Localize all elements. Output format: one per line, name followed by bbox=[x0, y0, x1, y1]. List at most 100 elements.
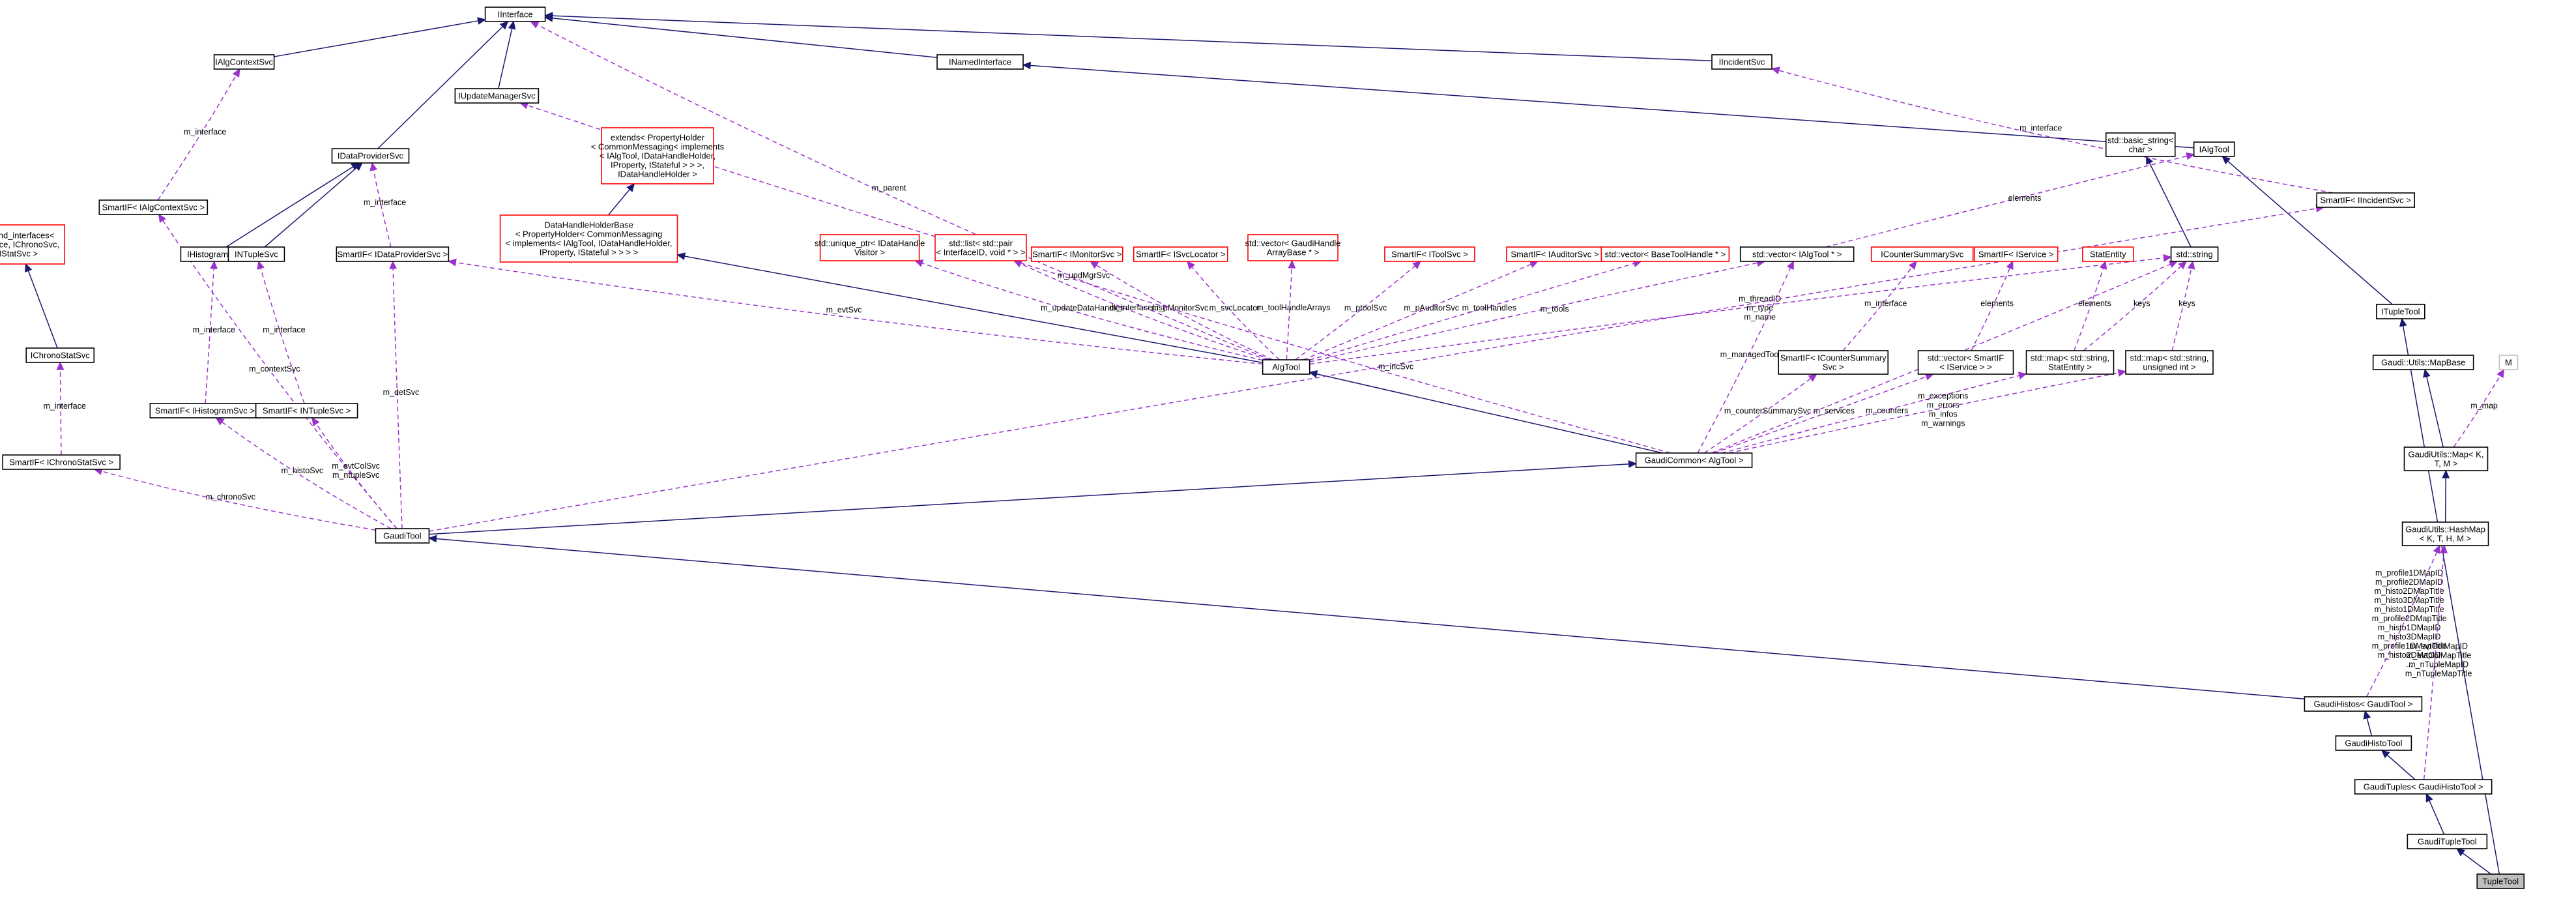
class-box bbox=[2401, 521, 2489, 546]
class-name: std::vector< IAlgTool * > bbox=[1752, 250, 1842, 259]
class-node-gaudi-histos[interactable]: GaudiHistos< GaudiTool > bbox=[2304, 696, 2423, 712]
edge-gaudi-common-to-vec-ialg-tool: m_managedTools bbox=[1697, 260, 1794, 454]
class-node-gaudi-tuple-tool[interactable]: GaudiTupleTool bbox=[2407, 834, 2488, 849]
edge-label: m_updMgrSvc bbox=[1058, 271, 1110, 280]
class-node-gaudi-tool[interactable]: GaudiTool bbox=[375, 528, 430, 544]
edge-line bbox=[530, 21, 1271, 360]
class-node-smart-ifmonitor[interactable]: SmartIF< IMonitorSvc > bbox=[1030, 246, 1123, 262]
class-node-gaudi-utils-map[interactable]: GaudiUtils::Map< K,T, M > bbox=[2403, 447, 2489, 471]
class-node-smart-ifsvc-loc[interactable]: SmartIF< ISvcLocator > bbox=[1133, 246, 1228, 262]
edge-gaudi-tool-to-smart-ifdata-prov: m_detSvc bbox=[383, 260, 419, 529]
edge-label-line: m_services bbox=[1814, 407, 1855, 416]
class-node-gaudi-utils-map-base[interactable]: Gaudi::Utils::MapBase bbox=[2372, 355, 2474, 370]
class-node-map-unsigned[interactable]: std::map< std::string,unsigned int > bbox=[2125, 350, 2214, 375]
edge-line bbox=[205, 261, 215, 404]
class-node-std-string[interactable]: std::string bbox=[2170, 246, 2219, 262]
class-node-smart-ifauditor[interactable]: SmartIF< IAuditorSvc > bbox=[1506, 246, 1604, 262]
class-node-intuple-svc[interactable]: INTupleSvc bbox=[227, 246, 285, 262]
class-node-alg-tool[interactable]: AlgTool bbox=[1262, 359, 1310, 375]
class-node-iinterface[interactable]: IInterface bbox=[484, 7, 546, 22]
class-node-stat-entity[interactable]: StatEntity bbox=[2082, 246, 2134, 262]
class-name: TupleTool bbox=[2482, 877, 2519, 886]
edge-idata-provider-svc-to-iinterface bbox=[377, 20, 509, 149]
class-node-ichrono-stat-svc[interactable]: IChronoStatSvc bbox=[25, 347, 95, 363]
class-node-gaudi-tuples[interactable]: GaudiTuples< GaudiHistoTool > bbox=[2354, 779, 2493, 795]
edge-line bbox=[2074, 261, 2106, 351]
edge-smart-ifcounter-summary-to-icounter-summary-svc: m_interface bbox=[1842, 260, 1917, 351]
class-box bbox=[2125, 350, 2214, 375]
class-node-map-stat-entity[interactable]: std::map< std::string,StatEntity > bbox=[2025, 350, 2115, 375]
class-node-smart-ifincident[interactable]: SmartIF< IIncidentSvc > bbox=[2316, 192, 2415, 208]
class-node-smart-ifiservice[interactable]: SmartIF< IService > bbox=[1973, 246, 2059, 262]
class-node-idata-provider-svc[interactable]: IDataProviderSvc bbox=[331, 148, 410, 164]
class-node-smart-ifchrono[interactable]: SmartIF< IChronoStatSvc > bbox=[2, 454, 121, 470]
edge-line bbox=[1090, 261, 1273, 360]
class-node-gaudi-histo-tool[interactable]: GaudiHistoTool bbox=[2335, 735, 2412, 751]
edge-label-line: m_profile1DMapTitle bbox=[2372, 641, 2447, 651]
arrow-head-icon bbox=[232, 68, 240, 78]
edge-ialg-context-svc-to-iinterface bbox=[274, 17, 487, 57]
edge-line bbox=[258, 261, 305, 404]
class-node-ituple-tool[interactable]: ITupleTool bbox=[2376, 304, 2425, 319]
class-node-std-list-pair[interactable]: std::list< std::pair< InterfaceID, void … bbox=[934, 234, 1027, 261]
class-node-iupdate-manager-svc[interactable]: IUpdateManagerSvc bbox=[454, 88, 540, 104]
edge-label: m_evtSvc bbox=[826, 306, 862, 315]
class-node-vec-base-tool-handle[interactable]: std::vector< BaseToolHandle * > bbox=[1600, 246, 1730, 262]
class-node-ialg-tool[interactable]: IAlgTool bbox=[2193, 141, 2235, 157]
arrow-head-icon bbox=[2425, 793, 2433, 803]
class-name: IAlgContextSvc bbox=[215, 57, 273, 67]
class-node-ialg-context-svc[interactable]: IAlgContextSvc bbox=[213, 54, 275, 70]
class-node-smart-ifhisto[interactable]: SmartIF< IHistogramSvc > bbox=[149, 403, 261, 418]
edge-label-line: m_counterSummarySvc bbox=[1724, 407, 1811, 416]
arrow-head-icon bbox=[1628, 460, 1638, 468]
edge-label-line: m_threadID bbox=[1739, 295, 1781, 304]
edge-line bbox=[157, 68, 240, 201]
class-node-smart-ifdata-prov[interactable]: SmartIF< IDataProviderSvc > bbox=[336, 246, 450, 262]
class-node-smart-ifntuple[interactable]: SmartIF< INTupleSvc > bbox=[255, 403, 358, 418]
edge-label-line: elements bbox=[2078, 299, 2111, 308]
class-node-m[interactable]: M bbox=[2498, 355, 2519, 370]
edge-label-line: m_histoSvc bbox=[282, 466, 324, 475]
edge-label: m_counterSummarySvc bbox=[1724, 407, 1811, 416]
class-box bbox=[2407, 834, 2488, 849]
edge-label-line: m_interface bbox=[263, 325, 305, 334]
edge-gaudi-common-to-smart-ifcounter-summary: m_counterSummarySvc bbox=[1703, 374, 1817, 454]
edge-line bbox=[1309, 261, 1765, 362]
class-node-icounter-summary-svc[interactable]: ICounterSummarySvc bbox=[1870, 246, 1974, 262]
class-name: Gaudi::Utils::MapBase bbox=[2381, 358, 2465, 368]
class-name-line: SmartIF< IChronoStatSvc > bbox=[9, 458, 113, 467]
class-name-line: IIncidentSvc bbox=[1719, 57, 1765, 67]
class-node-extend-ifaces[interactable]: extend_interfaces<IService, IChronoSvc,I… bbox=[0, 224, 66, 265]
edge-label: m_interface bbox=[364, 198, 406, 207]
arrow-head-icon bbox=[2399, 317, 2407, 327]
class-name-line: extend_interfaces< bbox=[0, 231, 54, 241]
class-node-iincident-svc[interactable]: IIncidentSvc bbox=[1711, 54, 1773, 70]
class-node-vec-smart-ifservice[interactable]: std::vector< SmartIF< IService > > bbox=[1917, 350, 2014, 375]
class-name-line: IInterface bbox=[497, 10, 532, 20]
arrow-head-icon bbox=[544, 12, 553, 20]
class-name-line: std::map< std::string, bbox=[2130, 353, 2208, 363]
class-node-data-handle-holder-base[interactable]: DataHandleHolderBase< PropertyHolder< Co… bbox=[499, 214, 678, 263]
class-node-smart-iftool-svc[interactable]: SmartIF< IToolSvc > bbox=[1384, 246, 1475, 262]
arrow-head-icon bbox=[1771, 66, 1780, 74]
class-box bbox=[255, 403, 358, 418]
class-name-line: < IAlgTool, IDataHandleHolder, bbox=[600, 151, 716, 161]
edge-line bbox=[216, 417, 392, 529]
edge-label-line: m_profile1DMapID bbox=[2375, 568, 2443, 578]
class-node-extends-ph[interactable]: extends< PropertyHolder< CommonMessaging… bbox=[591, 127, 725, 184]
class-node-gaudi-common[interactable]: GaudiCommon< AlgTool > bbox=[1635, 452, 1753, 468]
class-name-line: SmartIF< ISvcLocator > bbox=[1136, 250, 1225, 259]
class-node-smart-ifalg-context[interactable]: SmartIF< IAlgContextSvc > bbox=[98, 199, 209, 215]
class-name-line: IChronoStatSvc bbox=[31, 351, 91, 360]
class-node-basic-string[interactable]: std::basic_string<char > bbox=[2105, 132, 2176, 157]
edge-label: keys bbox=[2178, 299, 2195, 308]
edge-line bbox=[2145, 156, 2192, 248]
class-node-gaudi-utils-hash-map[interactable]: GaudiUtils::HashMap< K, T, H, M > bbox=[2401, 521, 2489, 546]
edge-line bbox=[1842, 261, 1917, 351]
class-node-vec-ialg-tool[interactable]: std::vector< IAlgTool * > bbox=[1739, 246, 1855, 262]
class-node-inamed-interface[interactable]: INamedInterface bbox=[936, 54, 1024, 70]
edge-label-line: m_interface bbox=[1864, 299, 1907, 308]
